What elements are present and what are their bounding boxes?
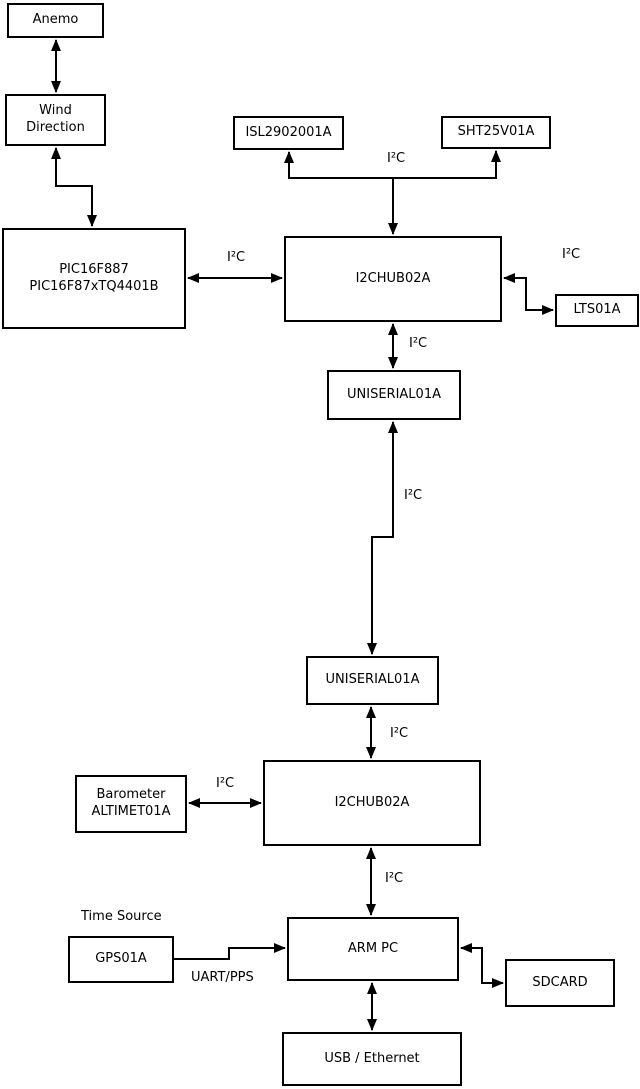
arm-pc-box: ARM PC xyxy=(287,917,459,981)
i2c-label-barometer-hub2: I²C xyxy=(216,776,235,791)
sdcard-label: SDCARD xyxy=(532,974,588,990)
i2c-label-sensor-bus: I²C xyxy=(387,151,406,166)
uniserial-bottom-label: UNISERIAL01A xyxy=(325,672,420,688)
pic-box: PIC16F887 PIC16F87xTQ4401B xyxy=(2,228,186,329)
lts-label: LTS01A xyxy=(573,302,621,318)
wind-direction-label-line1: Wind xyxy=(39,103,72,119)
sht-box: SHT25V01A xyxy=(441,116,551,149)
connector-gps-arm xyxy=(173,943,286,960)
i2c-hub-top-label: I2CHUB02A xyxy=(355,270,431,286)
isl-label: ISL2902001A xyxy=(245,124,332,140)
i2c-hub-bottom-label: I2CHUB02A xyxy=(334,794,410,810)
uniserial-bottom-box: UNISERIAL01A xyxy=(306,656,439,705)
connector-wind-pic xyxy=(51,147,97,227)
pic-label-line2: PIC16F87xTQ4401B xyxy=(29,278,159,294)
anemo-box: Anemo xyxy=(7,3,104,38)
gps-label: GPS01A xyxy=(95,951,147,967)
gps-box: GPS01A xyxy=(68,936,174,983)
lts-box: LTS01A xyxy=(555,294,639,327)
sht-label: SHT25V01A xyxy=(457,124,535,140)
wind-direction-box: Wind Direction xyxy=(5,94,106,146)
i2c-label-hub1-serial1: I²C xyxy=(409,336,428,351)
connector-serial1-serial2 xyxy=(367,421,398,655)
usb-ethernet-box: USB / Ethernet xyxy=(282,1032,462,1086)
i2c-hub-top-box: I2CHUB02A xyxy=(284,236,502,322)
barometer-box: Barometer ALTIMET01A xyxy=(75,775,187,833)
anemo-label: Anemo xyxy=(32,12,79,28)
sdcard-box: SDCARD xyxy=(505,959,615,1007)
uniserial-top-box: UNISERIAL01A xyxy=(327,370,461,420)
i2c-label-pic-hub1: I²C xyxy=(227,250,246,265)
i2c-label-serial1-serial2: I²C xyxy=(404,488,423,503)
i2c-hub-bottom-box: I2CHUB02A xyxy=(263,760,481,846)
pic-label-line1: PIC16F887 xyxy=(59,261,129,277)
barometer-label-line1: Barometer xyxy=(96,787,166,803)
i2c-label-hub2-arm: I²C xyxy=(385,871,404,886)
i2c-label-serial2-hub2: I²C xyxy=(390,726,409,741)
wind-direction-label-line2: Direction xyxy=(26,120,85,135)
isl-box: ISL2902001A xyxy=(233,116,344,150)
uniserial-top-label: UNISERIAL01A xyxy=(347,386,441,402)
connector-arm-sdcard xyxy=(460,943,504,988)
connector-hub1-lts xyxy=(503,273,554,315)
time-source-label: Time Source xyxy=(81,909,162,924)
arm-pc-label: ARM PC xyxy=(347,940,399,956)
usb-ethernet-label: USB / Ethernet xyxy=(324,1050,420,1066)
uart-pps-label: UART/PPS xyxy=(191,970,254,985)
i2c-label-hub1-lts: I²C xyxy=(562,247,581,262)
barometer-label-line2: ALTIMET01A xyxy=(91,804,171,819)
